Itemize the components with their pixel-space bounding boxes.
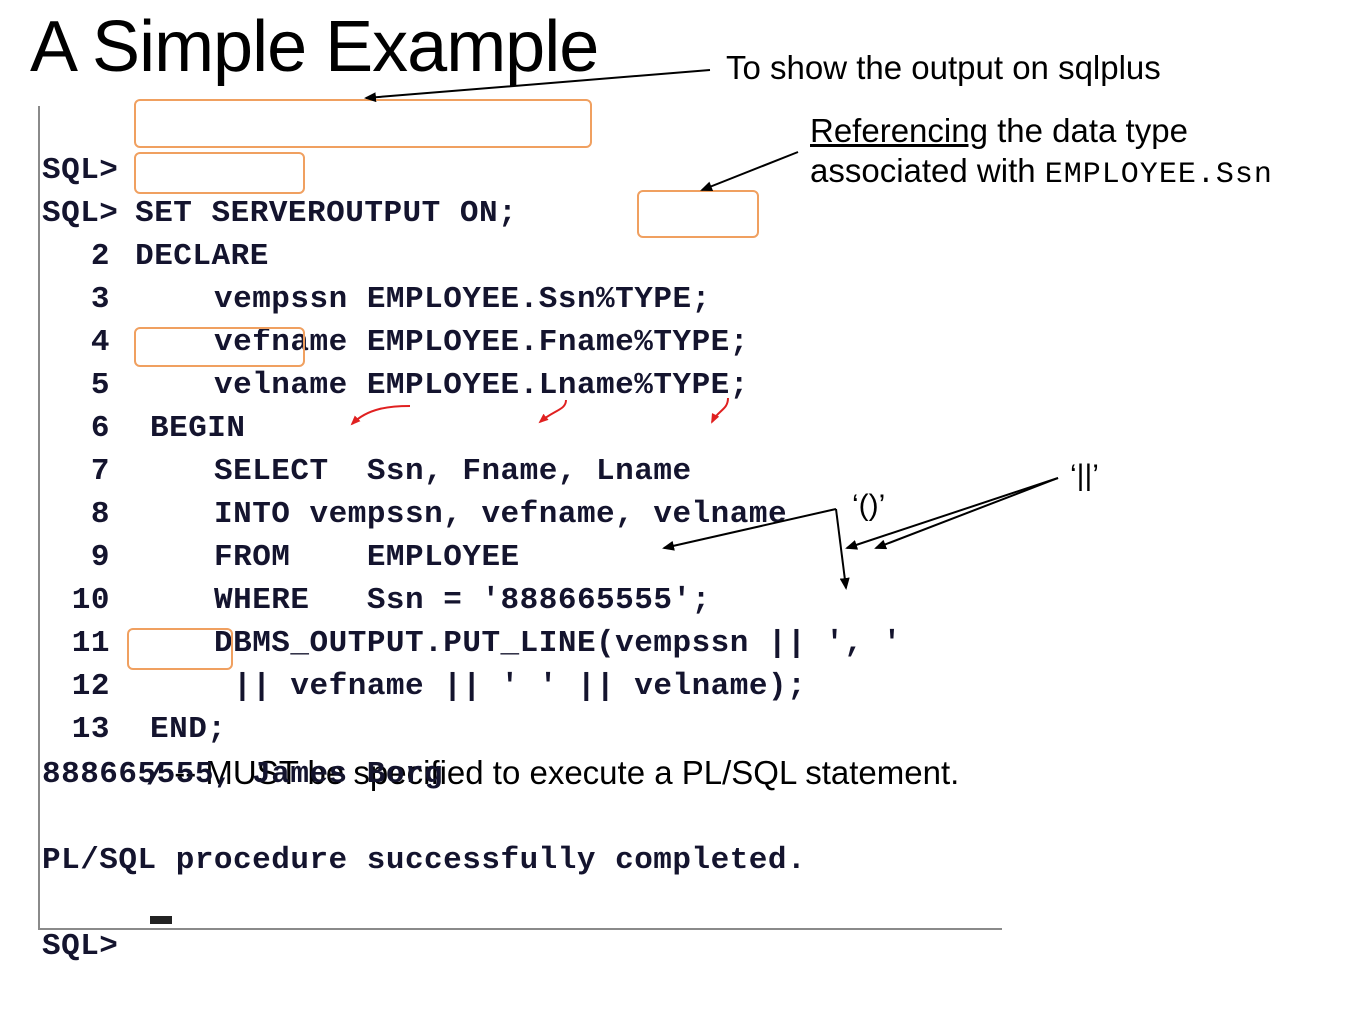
terminal-line: 888665555, James Borg: [42, 710, 443, 792]
line-number: 6: [90, 411, 110, 446]
terminal-line: 9 WHERE Ssn = '888665555';: [42, 493, 710, 618]
arrow-paren-right: [835, 508, 850, 590]
output-result: 888665555, James Borg: [42, 757, 444, 792]
terminal-line: 13 / -- MUST be specified to execute a P…: [42, 665, 960, 794]
line-code: vempssn EMPLOYEE.Ssn%TYPE;: [214, 282, 711, 317]
line-code: WHERE Ssn = '888665555';: [214, 583, 711, 618]
annotation-paren: ‘()’: [852, 489, 886, 522]
line-number: 11: [71, 626, 110, 661]
annotation-ref-rest: the data type: [987, 112, 1188, 149]
sql-prompt: SQL>: [42, 196, 119, 231]
terminal-line: 8 FROM EMPLOYEE: [42, 450, 519, 575]
line-number: 4: [90, 325, 110, 360]
line-number: 5: [90, 368, 110, 403]
terminal-line: 10 DBMS_OUTPUT.PUT_LINE(vempssn || ', ': [42, 536, 901, 661]
red-arrow-ssn: [350, 405, 411, 426]
arrow-paren-left: [662, 508, 837, 551]
arrow-pipes-left: [845, 477, 1059, 550]
line-code: DBMS_OUTPUT.PUT_LINE(vempssn || ', ': [214, 626, 902, 661]
line-code: END;: [150, 712, 227, 747]
annotation-serveroutput: To show the output on sqlplus: [726, 49, 1161, 86]
terminal-line: 5 BEGIN: [42, 321, 245, 446]
line-number: 3: [90, 282, 110, 317]
line-number: 9: [90, 540, 110, 575]
highlight-end: [127, 628, 233, 670]
arrow-type: [700, 151, 799, 191]
annotation-ref-code: EMPLOYEE.Ssn: [1044, 158, 1273, 192]
line-number: 13: [71, 712, 110, 747]
annotation-type-reference: Referencing the data type associated wit…: [810, 111, 1273, 195]
terminal-line: SQL> DECLARE: [42, 149, 268, 274]
sqlplus-terminal: SQL> SET SERVEROUTPUT ON; SQL> DECLARE 2…: [38, 106, 1002, 964]
line-number: 2: [90, 239, 110, 274]
highlight-set-serveroutput: [134, 99, 592, 148]
terminal-line: 4 velname EMPLOYEE.Lname%TYPE;: [42, 278, 749, 403]
line-number: 12: [71, 669, 110, 704]
terminal-line: SQL> SET SERVEROUTPUT ON;: [42, 106, 517, 231]
red-arrow-lname: [711, 397, 729, 424]
annotation-ref-underlined: Referencing: [810, 112, 988, 149]
line-code: vefname EMPLOYEE.Fname%TYPE;: [214, 325, 749, 360]
line-code: INTO vempssn, vefname, velname: [214, 497, 788, 532]
terminal-cursor: [150, 916, 172, 924]
annotation-ref-line2: associated with: [810, 152, 1045, 189]
terminal-line: 12 END;: [42, 622, 226, 747]
terminal-line: 11 || vefname || ' ' || velname);: [42, 579, 806, 704]
annotation-arrows: [350, 69, 1059, 590]
slash-command: /: [146, 759, 166, 794]
arrow-pipes-right: [874, 477, 1059, 550]
line-code: SET SERVEROUTPUT ON;: [116, 196, 518, 231]
annotation-slash: -- MUST be specified to execute a PL/SQL…: [165, 754, 960, 791]
annotation-pipes: ‘||’: [1070, 459, 1099, 492]
terminal-line: 7 INTO vempssn, vefname, velname: [42, 407, 787, 532]
sql-prompt: SQL>: [42, 929, 119, 964]
terminal-line: 2 vempssn EMPLOYEE.Ssn%TYPE;: [42, 192, 710, 317]
line-code: FROM EMPLOYEE: [214, 540, 520, 575]
line-code: velname EMPLOYEE.Lname%TYPE;: [214, 368, 749, 403]
terminal-line: PL/SQL procedure successfully completed.: [42, 796, 806, 878]
highlight-type: [637, 190, 759, 238]
terminal-line: 6 SELECT Ssn, Fname, Lname: [42, 364, 691, 489]
slide-title: A Simple Example: [30, 7, 599, 87]
sql-prompt: SQL>: [42, 153, 119, 188]
line-code: DECLARE: [116, 239, 269, 274]
terminal-line: SQL>: [42, 882, 118, 964]
highlight-declare: [134, 152, 305, 194]
line-code: BEGIN: [150, 411, 246, 446]
line-number: 7: [90, 454, 110, 489]
line-code: SELECT Ssn, Fname, Lname: [214, 454, 692, 489]
line-number: 8: [90, 497, 110, 532]
arrow-output: [364, 69, 711, 103]
output-status: PL/SQL procedure successfully completed.: [42, 843, 807, 878]
red-arrow-fname: [538, 399, 567, 424]
line-code: / -- MUST be specified to execute a PL/S…: [146, 751, 959, 798]
terminal-line: 3 vefname EMPLOYEE.Fname%TYPE;: [42, 235, 749, 360]
highlight-begin: [134, 327, 305, 367]
line-number: 10: [71, 583, 110, 618]
line-code: || vefname || ' ' || velname);: [214, 669, 807, 704]
